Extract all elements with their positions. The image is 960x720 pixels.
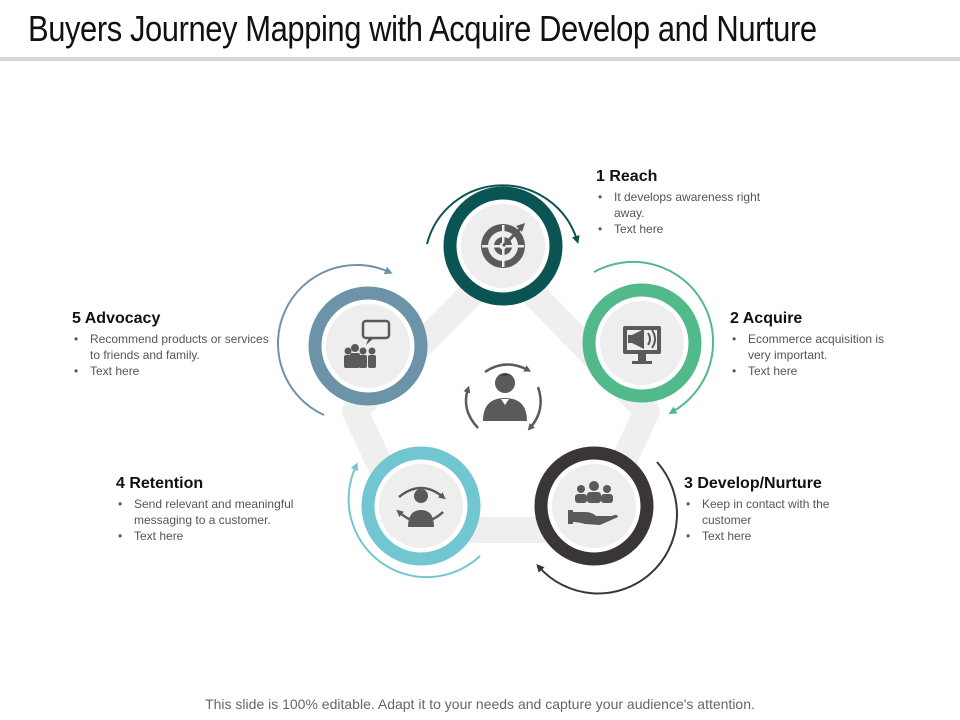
bullet-item: Text here (72, 363, 278, 379)
develop-arc-arrow (536, 461, 678, 595)
step-bullets: Ecommerce acquisition is very important.… (730, 331, 900, 379)
title-divider (0, 57, 960, 61)
bullet-item: Text here (684, 528, 862, 544)
bullet-item: Text here (596, 221, 766, 237)
step-bullets: Send relevant and meaningful messaging t… (116, 496, 322, 544)
advocacy-arc-arrow (277, 264, 393, 416)
step-text-reach: 1 Reach It develops awareness right away… (596, 168, 766, 237)
group-chat-icon (344, 319, 391, 368)
bullet-item: Text here (730, 363, 900, 379)
reach-arc-arrow (426, 184, 580, 245)
step-circle-retention (361, 446, 481, 566)
bullet-item: Text here (116, 528, 322, 544)
step-text-develop: 3 Develop/Nurture Keep in contact with t… (684, 475, 862, 544)
step-circle-develop (534, 446, 654, 566)
bullet-item: It develops awareness right away. (596, 189, 766, 221)
step-text-advocacy: 5 Advocacy Recommend products or service… (72, 310, 278, 379)
bullet-item: Ecommerce acquisition is very important. (730, 331, 900, 363)
target-icon (481, 223, 525, 268)
step-heading: 3 Develop/Nurture (684, 475, 822, 492)
cycle-arrows (277, 184, 715, 595)
hand-people-icon (568, 481, 618, 525)
retention-arc-arrow (347, 462, 481, 579)
bullet-item: Send relevant and meaningful messaging t… (116, 496, 322, 528)
bullet-item: Recommend products or services to friend… (72, 331, 278, 363)
acquire-arc-arrow (593, 260, 715, 414)
step-text-retention: 4 Retention Send relevant and meaningful… (116, 475, 322, 544)
step-circle-acquire (582, 283, 702, 403)
slide-footer: This slide is 100% editable. Adapt it to… (205, 696, 755, 712)
step-bullets: It develops awareness right away. Text h… (596, 189, 766, 237)
megaphone-monitor-icon (623, 326, 661, 364)
step-heading: 2 Acquire (730, 310, 803, 327)
bullet-item: Keep in contact with the customer (684, 496, 862, 528)
slide-title: Buyers Journey Mapping with Acquire Deve… (28, 8, 817, 49)
person-cycle-icon (463, 363, 542, 431)
step-heading: 5 Advocacy (72, 310, 161, 327)
step-circle-reach (443, 186, 563, 306)
step-bullets: Recommend products or services to friend… (72, 331, 278, 379)
step-circle-advocacy (308, 286, 428, 406)
step-text-acquire: 2 Acquire Ecommerce acquisition is very … (730, 310, 900, 379)
eye-person-icon (396, 486, 446, 527)
step-heading: 1 Reach (596, 168, 658, 185)
step-bullets: Keep in contact with the customer Text h… (684, 496, 862, 544)
step-heading: 4 Retention (116, 475, 204, 492)
title-divider-accent (0, 57, 74, 61)
